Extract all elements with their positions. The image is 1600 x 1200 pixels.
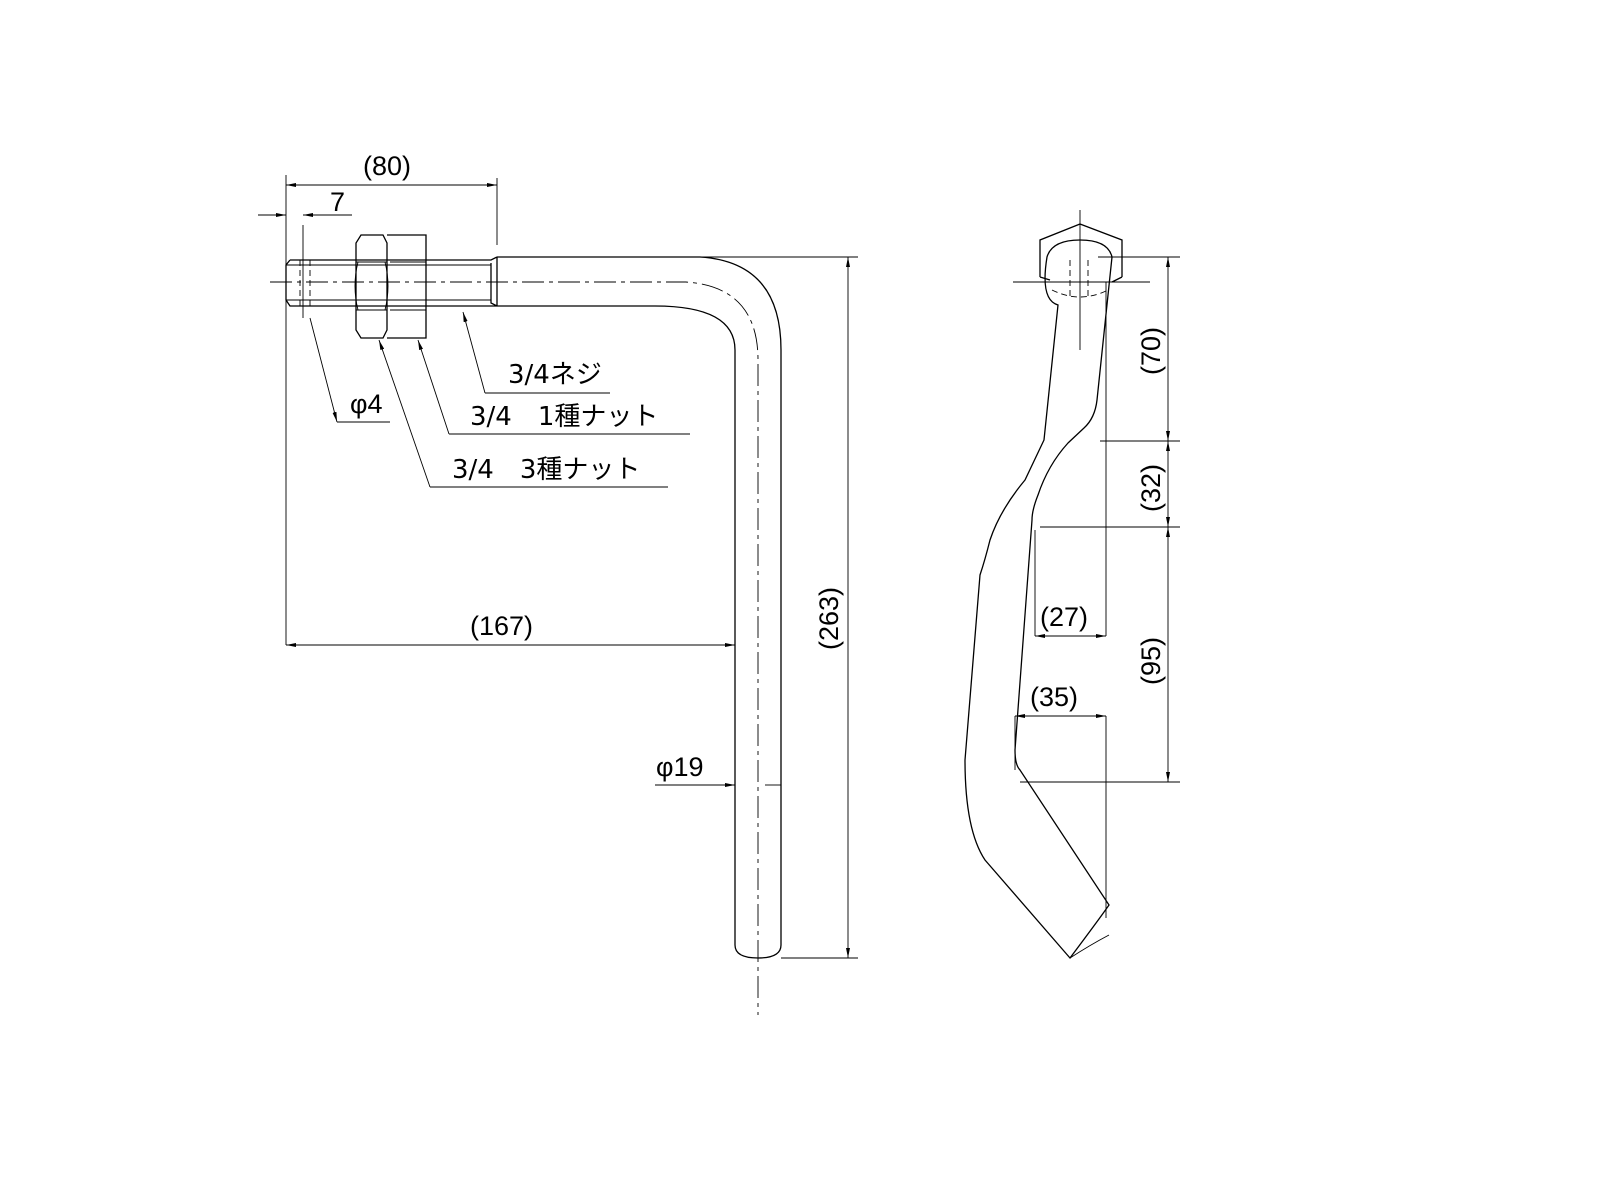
leader-nut-type3: 3/4 3種ナット	[378, 339, 668, 488]
side-dimensions: (70) (32) (95) (27) (35)	[1014, 256, 1180, 918]
dimension-95-label: (95)	[1136, 637, 1166, 685]
leader-thread: 3/4ネジ	[462, 311, 610, 394]
dimension-70-label: (70)	[1136, 327, 1166, 375]
dimension-80-label: (80)	[363, 151, 411, 181]
dimension-35-label: (35)	[1030, 682, 1078, 712]
dimension-7: 7	[258, 187, 352, 217]
side-view: (70) (32) (95) (27) (35)	[964, 210, 1180, 960]
dimension-27-label: (27)	[1040, 602, 1088, 632]
front-view: (80) 7 (167) (263) φ19 φ4 3/4ネジ	[258, 151, 858, 1015]
threaded-end	[285, 256, 498, 307]
hex-nut-outline	[1039, 223, 1123, 283]
side-centerlines	[1013, 210, 1150, 350]
leader-phi4: φ4	[309, 317, 390, 422]
dimension-167-label: (167)	[470, 611, 533, 641]
leader-thread-label: 3/4ネジ	[508, 360, 602, 390]
centerlines	[270, 225, 759, 1015]
dimension-167: (167)	[286, 611, 735, 647]
dimension-80: (80)	[285, 151, 498, 645]
side-pipe-outline	[964, 239, 1113, 960]
dimension-phi19: φ19	[655, 752, 781, 787]
nut-type3	[354, 234, 389, 339]
dimension-phi19-label: φ19	[656, 752, 704, 782]
leader-phi4-label: φ4	[350, 389, 383, 419]
dimension-263-label: (263)	[814, 587, 844, 650]
leader-nut-type3-label: 3/4 3種ナット	[452, 455, 640, 485]
dimension-7-label: 7	[330, 187, 345, 217]
leader-nut-type1-label: 3/4 1種ナット	[470, 402, 658, 432]
dimension-32-label: (32)	[1136, 464, 1166, 512]
dimension-263: (263)	[700, 256, 858, 959]
nut-type1	[387, 234, 427, 339]
leader-nut-type1: 3/4 1種ナット	[417, 339, 690, 435]
